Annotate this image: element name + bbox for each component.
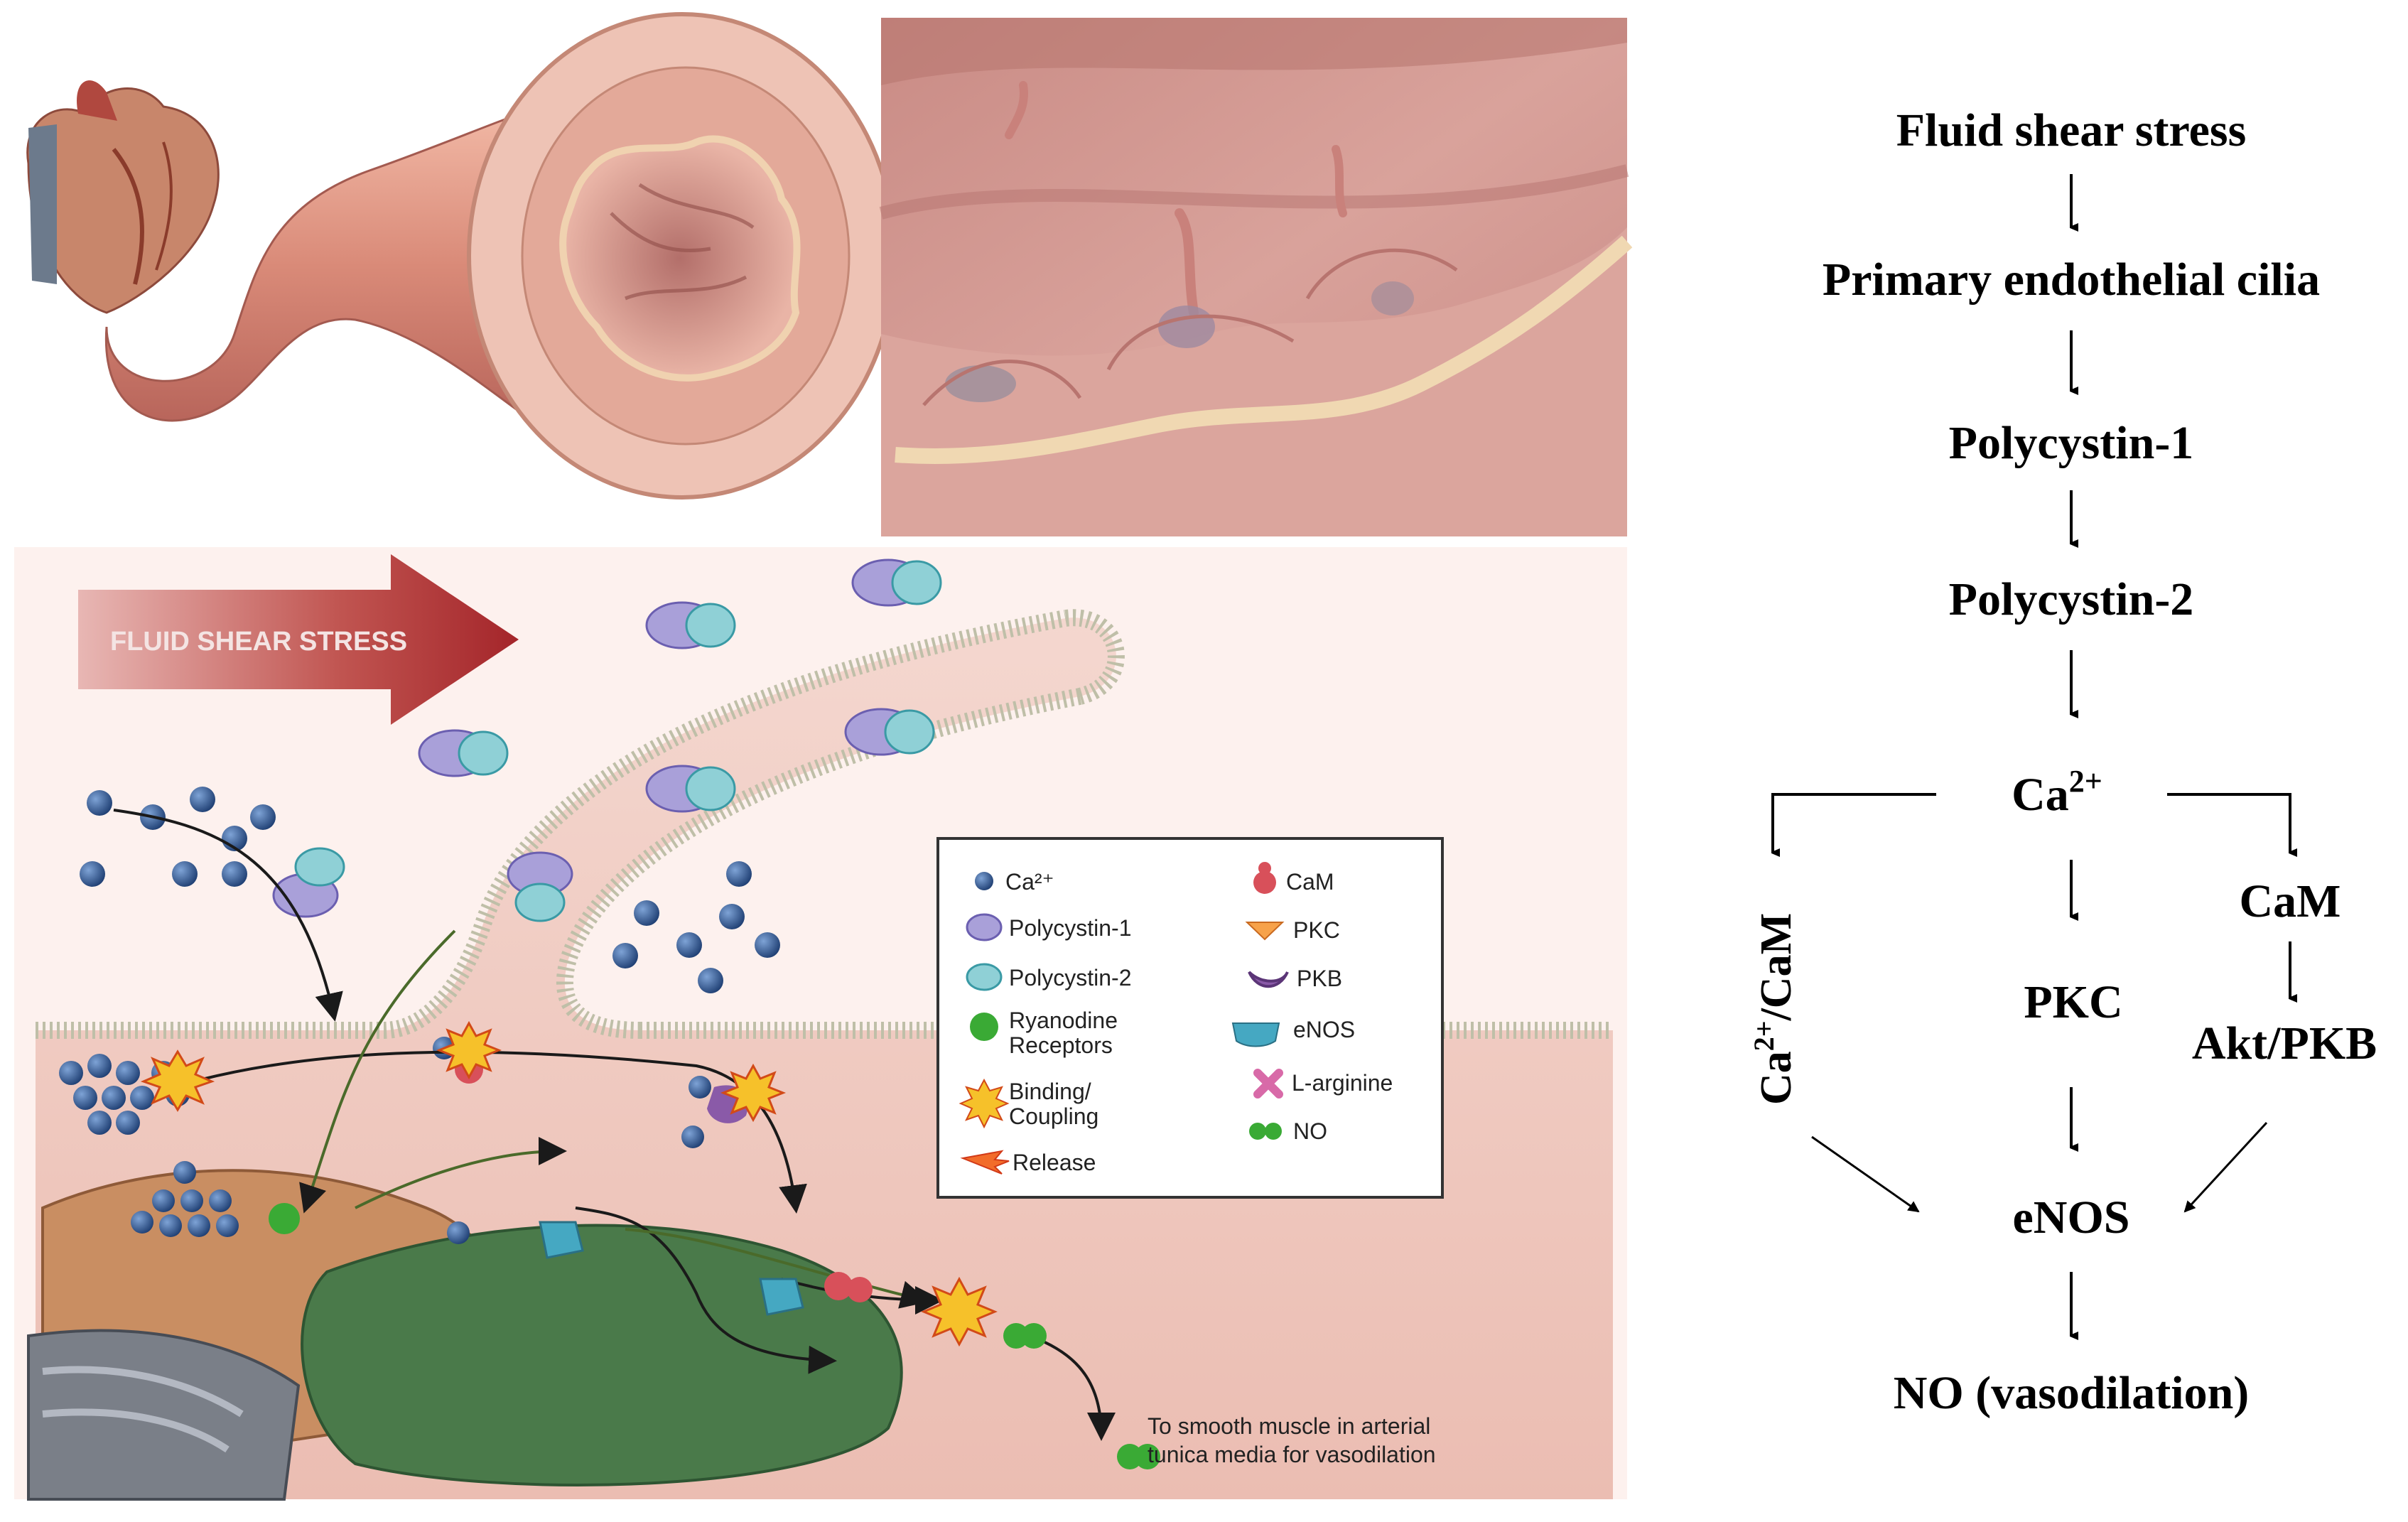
primary-cilium bbox=[1005, 81, 1028, 139]
legend-enos-swatch bbox=[1231, 1022, 1280, 1047]
signaling-flowchart: Fluid shear stress Primary endothelial c… bbox=[1748, 104, 2377, 1419]
legend-ryanodine-swatch bbox=[970, 1013, 998, 1041]
flow-calcium: Ca2+ bbox=[2012, 764, 2102, 821]
legend-binding-swatch bbox=[959, 1078, 1010, 1129]
endothelium-closeup bbox=[879, 18, 1633, 536]
heart-vein bbox=[28, 124, 57, 284]
legend-polycystin2-label: Polycystin-2 bbox=[1009, 965, 1132, 991]
legend-polycystin2-swatch bbox=[966, 963, 1003, 991]
flow-fluid-shear-stress: Fluid shear stress bbox=[1896, 104, 2247, 156]
legend-ryanodine-label-line2: Receptors bbox=[1009, 1032, 1113, 1058]
primary-cilium bbox=[1332, 145, 1347, 217]
legend-polycystin1-swatch bbox=[966, 913, 1003, 941]
flow-primary-cilia: Primary endothelial cilia bbox=[1823, 254, 2320, 306]
nucleus bbox=[1371, 281, 1414, 315]
nucleus bbox=[1158, 306, 1215, 348]
primary-cilium bbox=[1175, 208, 1199, 318]
legend-enos-label: eNOS bbox=[1293, 1017, 1355, 1042]
legend-pkb-swatch bbox=[1248, 971, 1289, 988]
flow-polycystin2: Polycystin-2 bbox=[1949, 573, 2194, 625]
legend-pkc-label: PKC bbox=[1293, 917, 1340, 943]
flow-ca-cam: Ca2+/CaM bbox=[1748, 913, 1800, 1105]
legend-ca-label: Ca²⁺ bbox=[1005, 869, 1054, 895]
flow-calcium-sup: 2+ bbox=[2069, 764, 2102, 799]
flow-arrow-cacam-enos bbox=[1811, 1135, 1920, 1213]
flow-calcium-base: Ca bbox=[2012, 769, 2069, 821]
enzyme-markers bbox=[140, 1020, 1160, 1469]
legend-no-swatch bbox=[1249, 1123, 1266, 1140]
flow-branch-left bbox=[1771, 793, 1936, 853]
legend-larginine-swatch bbox=[1253, 1069, 1283, 1099]
legend-ca-swatch bbox=[975, 872, 993, 890]
flow-akt-pkb: Akt/PKB bbox=[2192, 1018, 2377, 1069]
flow-branch-right bbox=[2167, 793, 2290, 853]
flow-ca-cam-rest: /CaM bbox=[1752, 913, 1800, 1022]
nucleus bbox=[945, 365, 1016, 402]
legend-cam-swatch bbox=[1253, 871, 1276, 894]
endoplasmic-reticulum bbox=[301, 1224, 903, 1486]
flow-no: NO (vasodilation) bbox=[1894, 1367, 2250, 1419]
pathway-arrows bbox=[113, 809, 1116, 1441]
legend-pkb-label: PKB bbox=[1297, 966, 1342, 991]
caption-line2: tunica media for vasodilation bbox=[1148, 1442, 1436, 1467]
legend-ryanodine-label-line1: Ryanodine bbox=[1009, 1008, 1118, 1033]
vessel-lumen bbox=[559, 135, 801, 382]
legend-pkc-swatch bbox=[1245, 922, 1285, 941]
polycystin-complexes bbox=[272, 558, 942, 922]
illustration: FLUID SHEAR STRESS bbox=[14, 12, 1633, 1501]
legend-binding-label-line1: Binding/ bbox=[1009, 1079, 1091, 1104]
flow-polycystin1: Polycystin-1 bbox=[1949, 417, 2194, 469]
legend: Ca²⁺ Polycystin-1 Polycystin-2 Ryanodine… bbox=[936, 837, 1444, 1199]
flow-pkc: PKC bbox=[2024, 976, 2122, 1028]
legend-polycystin1-label: Polycystin-1 bbox=[1009, 915, 1132, 941]
heart-vessel-illustration bbox=[26, 12, 897, 500]
legend-release-label: Release bbox=[1013, 1150, 1096, 1175]
legend-binding-label-line2: Coupling bbox=[1009, 1103, 1098, 1129]
flow-cam: CaM bbox=[2240, 875, 2341, 927]
flow-ca-cam-base: Ca bbox=[1752, 1051, 1800, 1105]
legend-release-swatch bbox=[960, 1150, 1010, 1175]
caption-line1: To smooth muscle in arterial bbox=[1148, 1413, 1430, 1439]
shear-stress-arrow: FLUID SHEAR STRESS bbox=[78, 554, 519, 725]
shear-stress-label: FLUID SHEAR STRESS bbox=[110, 627, 407, 657]
heart-aorta bbox=[77, 80, 117, 121]
legend-cam-label: CaM bbox=[1286, 869, 1334, 895]
flow-enos: eNOS bbox=[2013, 1192, 2130, 1243]
basement-membrane bbox=[895, 235, 1633, 464]
flow-arrow-akt-enos bbox=[2183, 1121, 2268, 1213]
legend-no-label: NO bbox=[1293, 1118, 1327, 1144]
legend-larginine-label: L-arginine bbox=[1292, 1070, 1393, 1096]
plasma-membrane bbox=[36, 610, 1068, 1039]
flow-ca-cam-sup: 2+ bbox=[1748, 1020, 1780, 1051]
